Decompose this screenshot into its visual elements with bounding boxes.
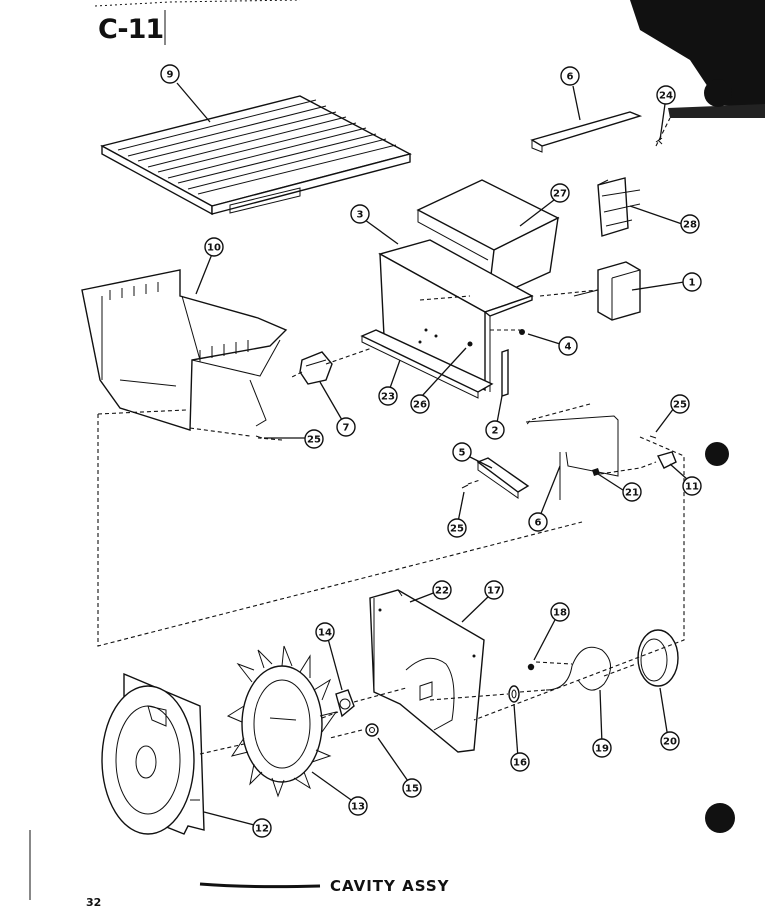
callout-3: 3 [350, 204, 370, 224]
heater-wire [545, 646, 611, 691]
timer-motor [573, 261, 641, 321]
svg-text:20: 20 [663, 737, 677, 748]
callout-25-lower: 25 [447, 518, 467, 538]
back-panel [369, 589, 485, 753]
callout-25-left: 25 [304, 429, 324, 449]
svg-text:16: 16 [513, 758, 527, 769]
screw-25-b [649, 435, 657, 439]
svg-text:23: 23 [381, 392, 395, 403]
svg-text:28: 28 [683, 220, 697, 231]
callout-25-right: 25 [670, 394, 690, 414]
screw-25-c [461, 484, 469, 489]
svg-text:6: 6 [535, 518, 542, 529]
bracket-5 [476, 457, 530, 499]
svg-text:25: 25 [673, 400, 687, 411]
svg-text:22: 22 [435, 586, 449, 597]
angle-bracket [416, 179, 560, 302]
top-strip [530, 111, 643, 153]
svg-text:7: 7 [343, 423, 350, 434]
wire-rod [525, 415, 619, 500]
callout-14: 14 [315, 622, 335, 642]
scan-artifacts [29, 0, 765, 900]
callout-26: 26 [410, 394, 430, 414]
callout-16: 16 [510, 752, 530, 772]
relay-bracket [597, 177, 641, 237]
callout-9: 9 [160, 64, 180, 84]
callout-4: 4 [558, 336, 578, 356]
nut-18 [527, 663, 535, 671]
callout-19: 19 [592, 738, 612, 758]
assembly-lines [97, 117, 685, 755]
svg-text:2: 2 [492, 426, 499, 437]
callout-27: 27 [550, 183, 570, 203]
shelf-grill [100, 95, 412, 216]
screw-24 [655, 137, 663, 145]
callout-6-lower: 6 [528, 512, 548, 532]
clip-11 [656, 451, 677, 469]
svg-text:17: 17 [487, 586, 501, 597]
svg-text:1: 1 [689, 278, 696, 289]
svg-text:21: 21 [625, 488, 639, 499]
callout-15: 15 [402, 778, 422, 798]
callout-10: 10 [204, 237, 224, 257]
callout-1: 1 [682, 272, 702, 292]
callout-5: 5 [452, 442, 472, 462]
svg-text:15: 15 [405, 784, 419, 795]
svg-text:14: 14 [318, 628, 332, 639]
fan-housing [101, 672, 205, 835]
callout-6-top: 6 [560, 66, 580, 86]
page-code: C-11 [98, 14, 164, 45]
svg-text:3: 3 [357, 210, 364, 221]
washer-16 [508, 685, 520, 703]
svg-text:9: 9 [167, 70, 174, 81]
callout-23: 23 [378, 386, 398, 406]
svg-text:24: 24 [659, 91, 673, 102]
svg-text:25: 25 [450, 524, 464, 535]
callout-13: 13 [348, 796, 368, 816]
svg-text:13: 13 [351, 802, 365, 813]
callout-24: 24 [656, 85, 676, 105]
callout-17: 17 [484, 580, 504, 600]
svg-text:11: 11 [685, 482, 699, 493]
svg-text:4: 4 [565, 342, 572, 353]
svg-text:6: 6 [567, 72, 574, 83]
diagram-title: CAVITY ASSY [330, 877, 450, 895]
svg-text:26: 26 [413, 400, 427, 411]
bottom-rail [360, 329, 494, 399]
svg-text:12: 12 [255, 824, 269, 835]
svg-text:25: 25 [307, 435, 321, 446]
callout-2: 2 [485, 420, 505, 440]
svg-text:5: 5 [459, 448, 466, 459]
fan-blade [226, 645, 338, 798]
callout-28: 28 [680, 214, 700, 234]
callout-22: 22 [432, 580, 452, 600]
washer-15 [365, 723, 379, 737]
page-number: 32 [86, 896, 102, 909]
svg-text:18: 18 [553, 608, 567, 619]
svg-text:27: 27 [553, 189, 567, 200]
callout-18: 18 [550, 602, 570, 622]
callout-7: 7 [336, 417, 356, 437]
svg-text:10: 10 [207, 243, 221, 254]
callout-12: 12 [252, 818, 272, 838]
switch-7 [299, 351, 333, 385]
lamp-cover [637, 629, 679, 687]
callout-20: 20 [660, 731, 680, 751]
duct-frame [81, 269, 288, 431]
nut-4 [519, 329, 525, 335]
svg-text:19: 19 [595, 744, 609, 755]
callout-21: 21 [622, 482, 642, 502]
screw-25-a [255, 435, 263, 439]
leader-lines [176, 82, 689, 827]
side-strip [501, 349, 509, 397]
bushing-14 [335, 689, 355, 718]
callout-11: 11 [682, 476, 702, 496]
